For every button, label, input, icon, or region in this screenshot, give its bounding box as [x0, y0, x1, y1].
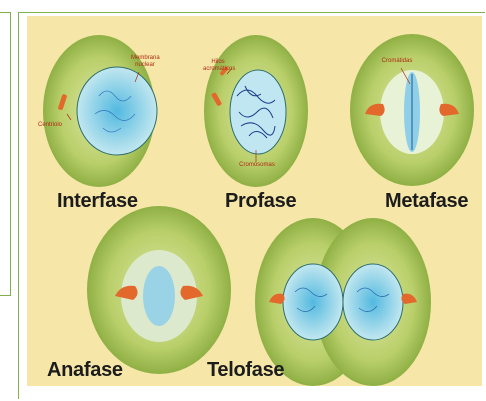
annotation-nuclear-membrane: Membrana nuclear [131, 55, 159, 69]
anaphase-cell [87, 206, 231, 374]
cell-division-diagram: Interfase Profase Metafase Anafase Telof… [27, 16, 482, 386]
label-metaphase: Metafase [385, 190, 468, 213]
label-prophase: Profase [225, 190, 296, 213]
annotation-chromosomes: Cromosomas [235, 162, 279, 169]
label-telophase: Telofase [207, 359, 284, 382]
label-interphase: Interfase [57, 190, 138, 213]
annotation-chromatids: Cromátidas [377, 58, 417, 65]
label-anaphase: Anafase [47, 359, 123, 382]
metaphase-cell [350, 34, 474, 186]
annotation-aster-fibers: Hilos acromáticos [203, 59, 233, 73]
left-frame-border [0, 12, 11, 296]
annotation-centriole: Centriolo [33, 122, 67, 129]
